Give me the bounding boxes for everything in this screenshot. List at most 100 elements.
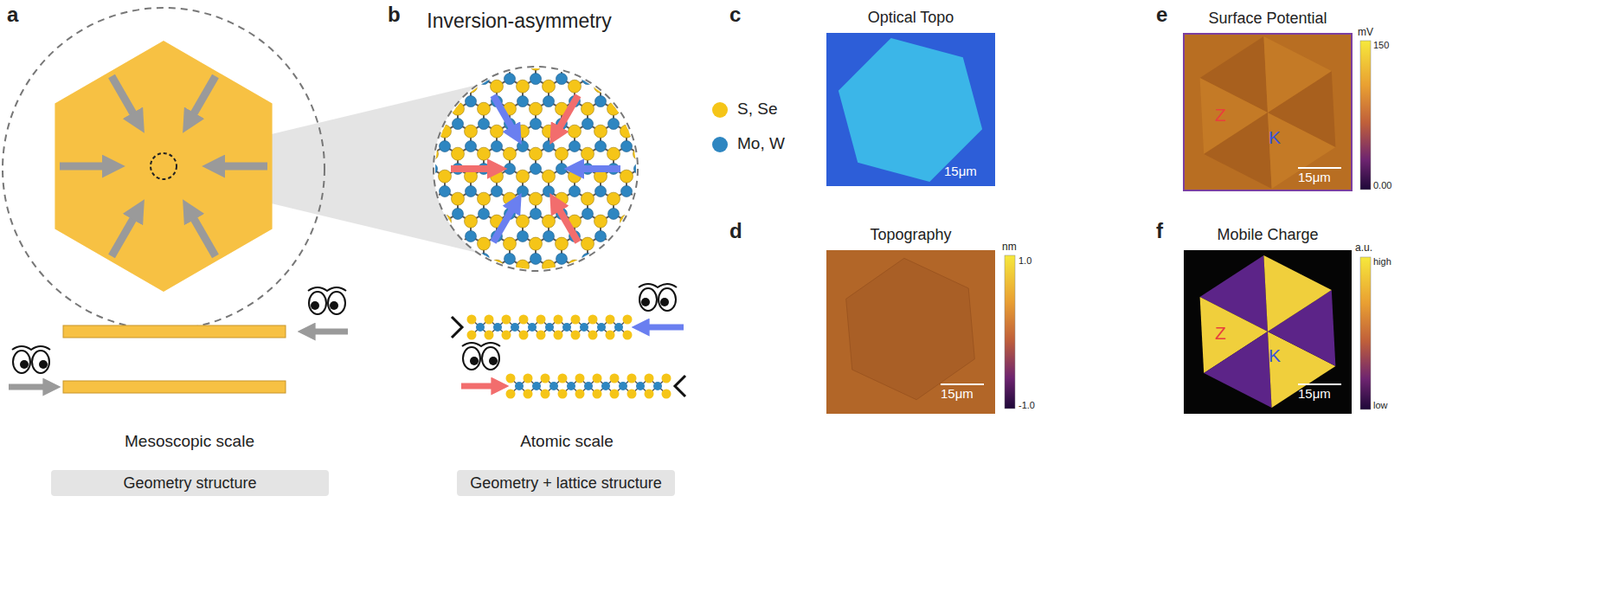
arrow [111, 76, 141, 125]
flake-side-bar [63, 325, 286, 338]
chalcogen-atom [607, 102, 621, 116]
arrow [211, 162, 268, 171]
scale-bar [940, 383, 984, 386]
chalcogen-atom [477, 237, 491, 251]
colorbar-tick: -1.0 [1018, 399, 1035, 411]
bond [522, 56, 536, 65]
arrow [8, 384, 54, 391]
bond [470, 258, 484, 267]
chalcogen-atom [575, 373, 585, 384]
metal-atom [439, 230, 451, 242]
chalcogen-atom [620, 124, 634, 138]
metal-atom [584, 381, 593, 391]
hexagon-flake [54, 40, 272, 292]
chalcogen-atom [659, 147, 673, 161]
image-panel: Topography15μm [826, 250, 996, 414]
metal-atom [439, 96, 451, 108]
band-label: Geometry + lattice structure [469, 474, 662, 493]
scale-label: 15μm [940, 386, 974, 402]
metal-atom [634, 163, 646, 175]
chalcogen-atom [464, 124, 478, 138]
chalcogen-atom [477, 192, 491, 206]
chalcogen-atom [581, 147, 595, 161]
lattice [405, 41, 673, 296]
colorbar-tick: high [1373, 256, 1392, 267]
bond [417, 176, 420, 192]
bond [613, 78, 627, 87]
bond [418, 123, 432, 132]
chalcogen-atom [581, 102, 595, 116]
metal-atom [636, 381, 645, 391]
chalcogen-atom [620, 79, 634, 93]
arrow [59, 162, 116, 171]
chalcogen-atom [484, 314, 495, 325]
pupil [38, 359, 48, 369]
chalcogen-atom [581, 282, 595, 296]
eye [32, 350, 50, 373]
scale-label: 15μm [1297, 386, 1331, 402]
legend-text: S, Se [737, 100, 778, 119]
metal-atom [452, 118, 464, 130]
bond [444, 236, 458, 245]
chalcogen-atom [594, 124, 608, 138]
metal-atom [475, 322, 485, 332]
bond [639, 213, 653, 222]
chalcogen-atom [605, 330, 616, 341]
eye [12, 350, 31, 373]
chalcogen-atom [659, 192, 673, 206]
metal-atom [549, 381, 559, 391]
metal-atom [621, 230, 633, 242]
bond [574, 281, 588, 290]
metal-atom [634, 118, 646, 130]
potential-domain [1203, 112, 1272, 189]
chalcogen-atom [607, 147, 621, 161]
metal-atom [527, 322, 537, 332]
chalcogen-atom [506, 389, 516, 399]
panel-letter: c [729, 3, 741, 26]
chalcogen-atom [592, 373, 603, 384]
chalcogen-atom [529, 102, 543, 116]
chalcogen-atom [646, 214, 660, 228]
metal-atom [543, 141, 555, 153]
chalcogen-atom [523, 373, 534, 384]
metal-atom [426, 163, 438, 175]
metal-atom [465, 141, 477, 153]
bond [548, 56, 562, 65]
bond [444, 258, 458, 267]
eyebrow [462, 342, 501, 347]
eye [327, 291, 346, 315]
chalcogen-atom [646, 124, 660, 138]
arrow [450, 165, 500, 173]
metal-atom [608, 252, 620, 264]
metal-atom [569, 141, 581, 153]
metal-atom [601, 381, 611, 391]
metal-atom [608, 207, 620, 219]
chalcogen-atom [506, 373, 516, 384]
bond [613, 236, 627, 245]
eyebrow [308, 287, 347, 291]
eye [462, 346, 481, 370]
metal-atom [510, 322, 520, 332]
metal-atom [543, 185, 555, 197]
lattice-bg [433, 66, 638, 271]
metal-atom [597, 322, 606, 332]
metal-atom [614, 322, 624, 332]
colorbar-tick: 0.00 [1373, 179, 1392, 191]
scale-label: 15μm [944, 164, 977, 180]
bond [482, 64, 485, 79]
flake-optical [838, 38, 983, 182]
chalcogen-atom [581, 237, 595, 251]
arrow [638, 324, 684, 331]
metal-atom [647, 185, 659, 197]
metal-atom [569, 185, 581, 197]
chalcogen-atom [523, 389, 534, 399]
chalcogen-atom [536, 330, 547, 341]
arrow [187, 207, 217, 257]
bond [483, 56, 497, 65]
eye [658, 288, 676, 311]
bond [587, 258, 601, 267]
chalcogen-atom [516, 79, 530, 93]
chalcogen-atom [581, 192, 595, 206]
scale-caption: Mesoscopic scale [124, 432, 255, 451]
chalcogen-atom [536, 314, 547, 325]
